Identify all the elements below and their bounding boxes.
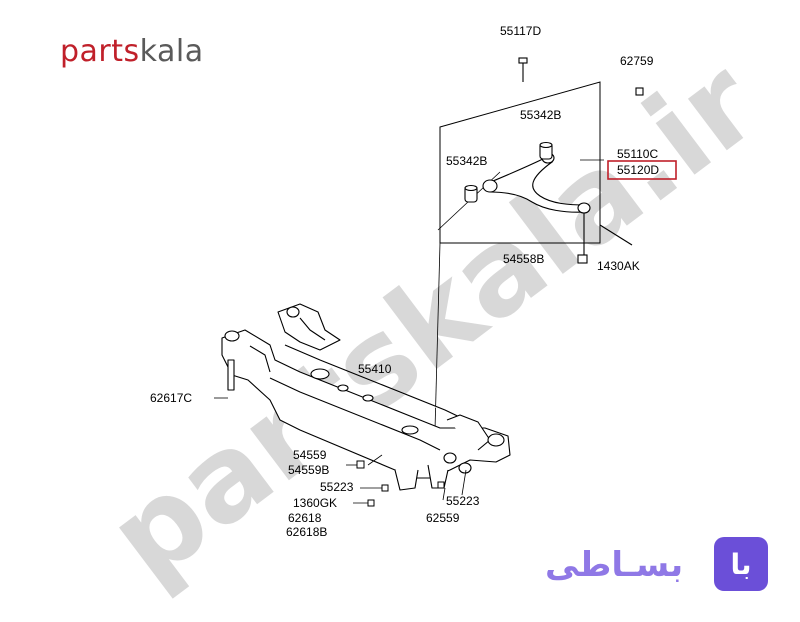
label-62617c: 62617C xyxy=(150,391,192,405)
bolt-55117d xyxy=(518,57,528,82)
bolt-1430ak xyxy=(599,224,633,246)
highlight-box-55120d xyxy=(607,160,677,180)
label-62618: 62618 xyxy=(288,511,322,525)
label-54559b: 54559B xyxy=(288,463,329,477)
label-55342b-lower: 55342B xyxy=(446,154,487,168)
label-1430ak: 1430AK xyxy=(597,259,640,273)
bushing-55342b-left xyxy=(464,184,478,203)
partskala-logo: partskala xyxy=(60,34,204,69)
leader-line-box xyxy=(434,242,441,431)
label-62559: 62559 xyxy=(426,511,460,525)
label-55110c: 55110C xyxy=(617,147,658,161)
label-55117d: 55117D xyxy=(500,24,541,38)
logo-text-parts: parts xyxy=(60,34,140,69)
label-55223-left: 55223 xyxy=(320,480,354,494)
basati-brand-badge: با xyxy=(714,537,768,591)
label-54558b: 54558B xyxy=(503,252,544,266)
bushing-55342b-right xyxy=(539,141,553,160)
nut-54558b xyxy=(577,254,588,264)
label-1360gk: 1360GK xyxy=(293,496,337,510)
basati-brand-text: بسـاطی xyxy=(545,545,684,585)
leader-lines xyxy=(214,159,604,504)
small-fasteners xyxy=(356,460,445,507)
label-54559: 54559 xyxy=(293,448,327,462)
label-55223-right: 55223 xyxy=(446,494,480,508)
label-55410: 55410 xyxy=(358,362,392,376)
arm-detail-box xyxy=(439,81,601,244)
label-55120d: 55120D xyxy=(617,163,659,177)
bolt-62759 xyxy=(635,87,644,96)
label-55342b-upper: 55342B xyxy=(520,108,561,122)
subframe-55410 xyxy=(221,303,511,491)
label-62618b: 62618B xyxy=(286,525,327,539)
label-62759: 62759 xyxy=(620,54,654,68)
logo-text-kala: kala xyxy=(139,34,204,69)
